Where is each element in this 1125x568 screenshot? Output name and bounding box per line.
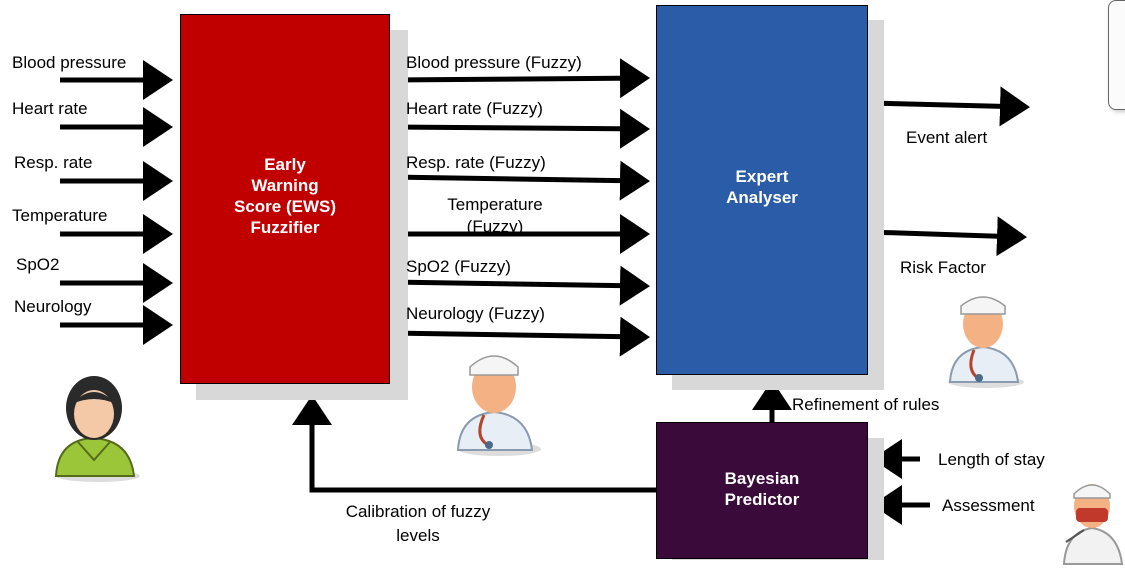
output-label-risk-factor: Risk Factor (900, 258, 986, 277)
ews-fuzzifier-box: Early Warning Score (EWS) Fuzzifier (180, 14, 390, 384)
callout-box (1108, 0, 1125, 110)
input-label-neurology: Neurology (14, 297, 92, 316)
arrow-fuzzy-blood-pressure (389, 58, 650, 99)
doctor-icon-center (456, 355, 541, 456)
bayes-input-assessment: Assessment (942, 496, 1035, 515)
fuzzy-label-blood-pressure: Blood pressure (Fuzzy) (406, 53, 582, 72)
fuzzy-label-spo2: SpO2 (Fuzzy) (406, 257, 511, 276)
input-label-spo2: SpO2 (16, 255, 60, 274)
arrow-fuzzy-spo2 (389, 265, 650, 306)
patient-icon (54, 376, 140, 482)
bayesian-predictor-label: Bayesian Predictor (724, 469, 800, 509)
bayes-input-length-of-stay: Length of stay (938, 450, 1045, 469)
input-label-heart-rate: Heart rate (12, 99, 88, 118)
surgeon-icon (1062, 484, 1124, 565)
refinement-label: Refinement of rules (792, 395, 940, 414)
fuzzy-label-resp-rate: Resp. rate (Fuzzy) (406, 153, 546, 172)
input-label-blood-pressure: Blood pressure (12, 53, 127, 72)
input-label-temperature: Temperature (12, 206, 108, 225)
calibration-label: Calibration of fuzzy levels (345, 502, 491, 545)
arrow-fuzzy-neurology (389, 316, 650, 357)
expert-analyser-box: Expert Analyser (656, 5, 868, 375)
fuzzy-label-temperature: Temperature (Fuzzy) (447, 195, 543, 236)
fuzzy-label-neurology: Neurology (Fuzzy) (406, 304, 545, 323)
bayesian-predictor-box: Bayesian Predictor (656, 422, 868, 559)
arrow-fuzzy-resp-rate (389, 160, 650, 201)
output-label-event-alert: Event alert (906, 128, 988, 147)
fuzzy-label-heart-rate: Heart rate (Fuzzy) (406, 99, 543, 118)
doctor-icon-right (948, 296, 1024, 388)
arrow-calibration (292, 395, 660, 493)
arrow-fuzzy-heart-rate (389, 108, 650, 149)
arrow-out-event-alert (867, 86, 1030, 127)
arrow-out-risk-factor (867, 216, 1027, 257)
input-label-resp-rate: Resp. rate (14, 153, 93, 172)
expert-analyser-label: Expert Analyser (726, 167, 798, 207)
ews-fuzzifier-label: Early Warning Score (EWS) Fuzzifier (233, 155, 337, 237)
